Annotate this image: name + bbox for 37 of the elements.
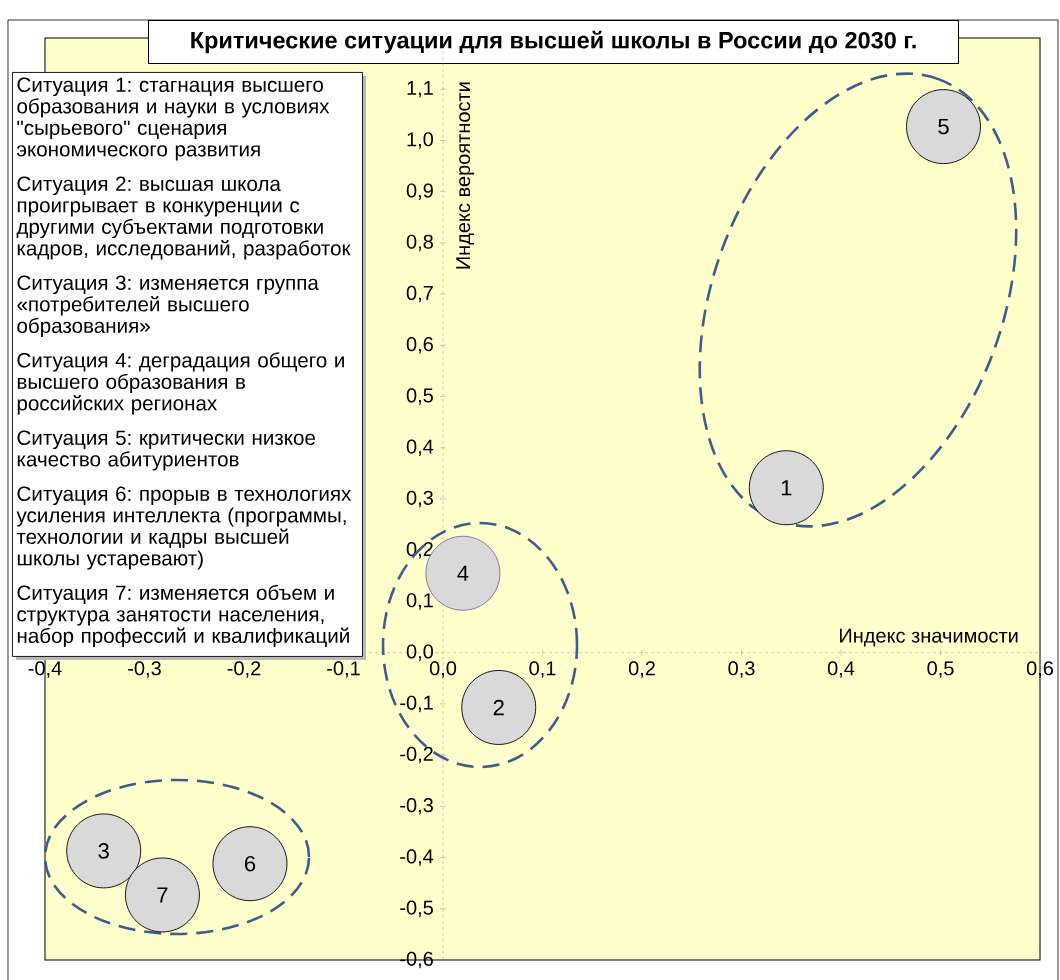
tick-label: 0,0	[429, 661, 457, 678]
tick-label: -0,1	[327, 661, 360, 678]
dashed-ellipse	[381, 521, 579, 769]
tick-label: 0,6	[1026, 661, 1054, 678]
title-box: Критические ситуации для высшей школы в России до 2030 г.	[148, 20, 959, 64]
tick-label: 0,0	[406, 644, 433, 661]
tick-label: 0,7	[406, 285, 433, 303]
tick-label: -0,2	[400, 746, 433, 764]
tick-label: -0,3	[400, 798, 433, 815]
bubble: 5	[906, 89, 981, 165]
tick-label: 1,0	[407, 132, 433, 149]
tick-label: 0,4	[827, 661, 855, 678]
text-box: Ситуация 1: стагнация высшего образования и науки в условиях "сырьевого" сценария экономического развития Ситуация 2: высшая школа проигрывает в конкуренции с другими субъектами подготовки кадров, исследований, разработок Ситуация 3: изменяется группа «потребителей высшего образования» Ситуация 4: деградация общего и высшего образования в российских регионах Ситуация 5: критически низкое качество абитуриентов Ситуация 6: прорыв в технологиях усиления интеллекта (программы, технологии и кадры высшей школы устаревают) Ситуация 7: изменяется объем и структура занятости населения, набор профессий и квалификаций	[12, 72, 366, 660]
tick-label: -0,5	[400, 900, 433, 918]
tick-label: 0,2	[628, 661, 655, 678]
tick-label: 0,5	[406, 388, 433, 405]
dashed-ellipse	[43, 778, 311, 936]
tick-label: -0,3	[128, 661, 161, 678]
tick-label: -0,4	[28, 661, 62, 678]
tick-label: 1,1	[407, 81, 433, 98]
tick-label: 0,5	[927, 661, 954, 678]
tick-label: -0,4	[400, 849, 434, 866]
bubble: 6	[212, 826, 288, 902]
tick-label: 0,9	[406, 183, 433, 200]
tick-label: 0,3	[728, 661, 755, 678]
bubble: 1	[748, 450, 824, 526]
tick-label: -0,6	[400, 951, 433, 969]
tick-label: 0,6	[406, 337, 433, 354]
tick-label: 0,8	[406, 234, 433, 252]
bubble: 3	[66, 813, 142, 889]
bubble: 7	[124, 857, 200, 933]
axis-title: Индекс значимости	[840, 628, 1018, 647]
tick-label: -0,1	[400, 695, 433, 713]
tick-label: 0,3	[406, 490, 433, 508]
tick-label: -0,2	[227, 661, 261, 678]
tick-label: 0,4	[406, 439, 434, 457]
axis-title: Индекс вероятности	[456, 82, 475, 269]
